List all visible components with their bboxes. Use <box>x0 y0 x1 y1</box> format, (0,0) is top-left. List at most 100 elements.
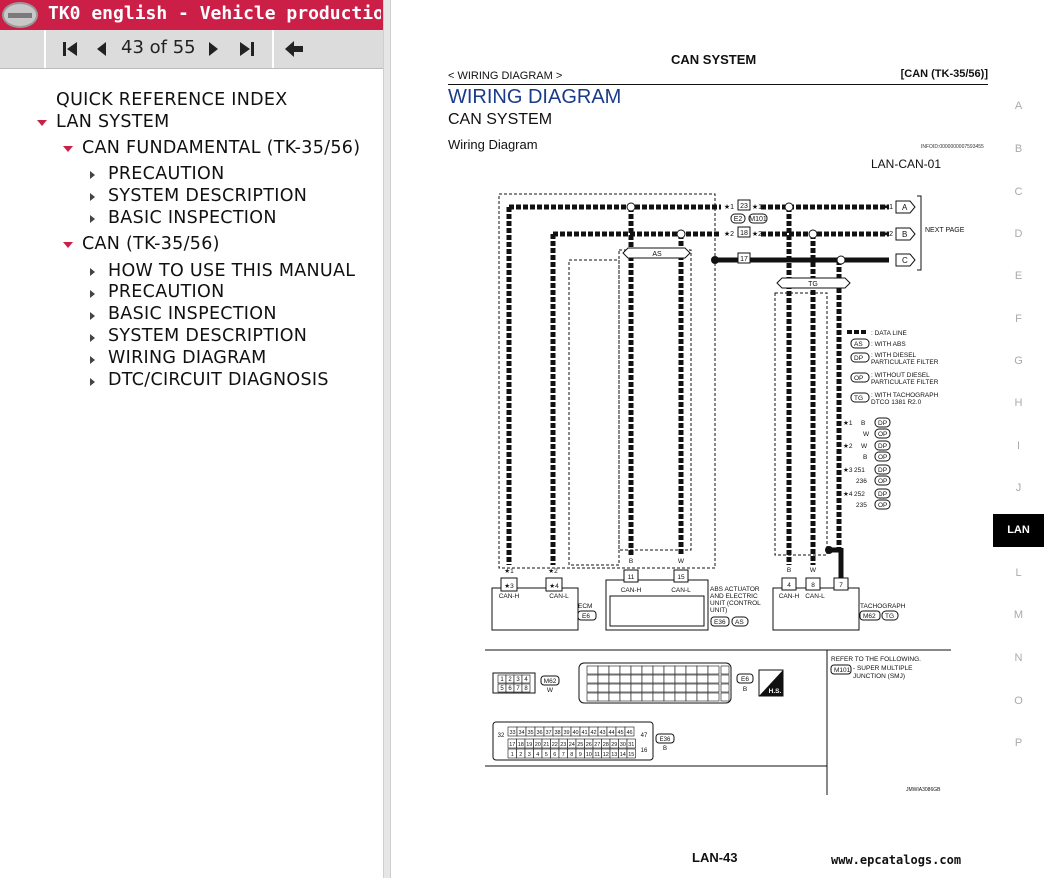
side-index-a[interactable]: A <box>1014 100 1023 112</box>
wire-label: ★1 <box>504 567 514 575</box>
document-viewer: CAN SYSTEM < WIRING DIAGRAM > [CAN (TK-3… <box>391 0 1044 878</box>
toc-item-precaution-2[interactable]: PRECAUTION <box>108 282 225 302</box>
toc-item-how-to-use[interactable]: HOW TO USE THIS MANUAL <box>108 261 356 281</box>
connector-pin-number: 46 <box>626 730 632 736</box>
harness-tag: TG <box>808 281 818 288</box>
toc-item-can-fundamental[interactable]: CAN FUNDAMENTAL (TK-35/56) <box>82 138 361 158</box>
connector-pin-cell <box>619 665 632 675</box>
expanded-icon[interactable] <box>63 242 73 248</box>
side-index-n[interactable]: N <box>1014 652 1023 664</box>
side-index-j[interactable]: J <box>1015 482 1022 494</box>
left-panel: TK0 english - Vehicle production: 43 of … <box>0 0 383 878</box>
collapsed-icon[interactable] <box>90 356 95 364</box>
back-arrow-icon[interactable] <box>281 36 307 62</box>
connector-pin-cell <box>597 665 610 675</box>
toc-item-lan-system[interactable]: LAN SYSTEM <box>56 112 170 132</box>
connector-pin-number: 3 <box>516 677 520 683</box>
collapsed-icon[interactable] <box>90 215 95 223</box>
toc-item-dtc-circuit[interactable]: DTC/CIRCUIT DIAGNOSIS <box>108 370 329 390</box>
connector-pin-number: 34 <box>518 730 524 736</box>
side-index-c[interactable]: C <box>1014 186 1023 198</box>
connector-id: E6 <box>741 676 749 683</box>
toc-item-basic-inspection[interactable]: BASIC INSPECTION <box>108 208 277 228</box>
connector-pin-number: 25 <box>577 742 583 748</box>
toc-item-basic-inspection-2[interactable]: BASIC INSPECTION <box>108 304 277 324</box>
connector-pin-cell <box>608 692 621 702</box>
legend-symbol: DP <box>854 355 863 362</box>
connector-pin-cell <box>696 665 709 675</box>
panel-splitter[interactable] <box>383 0 391 878</box>
toc-item-system-description[interactable]: SYSTEM DESCRIPTION <box>108 186 308 206</box>
side-index-m[interactable]: M <box>1013 609 1024 621</box>
connector-out-label: A <box>902 203 908 212</box>
abs-unit: 11 15 CAN-H CAN-L ABS ACTUATOR AND ELECT… <box>605 569 761 631</box>
connector-pin-number: 21 <box>543 742 549 748</box>
side-index-d[interactable]: D <box>1014 228 1023 240</box>
star-note: ★1 <box>843 419 853 427</box>
expanded-icon[interactable] <box>37 120 47 126</box>
connector-pin-number: 4 <box>536 752 539 758</box>
side-index-p[interactable]: P <box>1014 737 1023 749</box>
header-rule <box>448 84 988 85</box>
pin-number: 8 <box>811 582 815 589</box>
toc-item-can[interactable]: CAN (TK-35/56) <box>82 234 220 254</box>
toc-item-system-description-2[interactable]: SYSTEM DESCRIPTION <box>108 326 308 346</box>
connector-pin-cell <box>619 692 632 702</box>
connector-pin-number: 23 <box>560 742 566 748</box>
unit-name: ABS ACTUATOR AND ELECTRIC UNIT (CONTROL … <box>710 586 761 614</box>
connector-pin-number: 36 <box>536 730 542 736</box>
connector-pin-number: 26 <box>586 742 592 748</box>
collapsed-icon[interactable] <box>90 378 95 386</box>
connector-id: E36 <box>660 737 671 743</box>
side-index-lan[interactable]: LAN <box>993 514 1044 547</box>
toc-item-quick-reference[interactable]: QUICK REFERENCE INDEX <box>56 90 288 110</box>
collapsed-icon[interactable] <box>90 334 95 342</box>
collapsed-icon[interactable] <box>90 268 95 276</box>
harness-outline <box>498 193 716 569</box>
wire-label: ★2 <box>548 567 558 575</box>
side-index-l[interactable]: L <box>1015 567 1022 579</box>
side-index-f[interactable]: F <box>1015 313 1022 325</box>
toc-item-precaution[interactable]: PRECAUTION <box>108 164 225 184</box>
figure-id: JMWIA3086GB <box>906 787 941 793</box>
wire-label: B <box>787 567 791 574</box>
info-id: INFOID:0000000007593455 <box>921 144 984 150</box>
last-page-icon[interactable] <box>234 36 260 62</box>
connector-pin-number: 2 <box>519 752 522 758</box>
connector-pin-number: 22 <box>552 742 558 748</box>
side-index-e[interactable]: E <box>1014 270 1023 282</box>
connector-pin-cell <box>652 683 665 693</box>
connector-color: B <box>743 686 747 693</box>
nav-divider <box>44 30 46 68</box>
collapsed-icon[interactable] <box>90 290 95 298</box>
connector-pin-number: 14 <box>620 752 626 758</box>
side-index-o[interactable]: O <box>1014 695 1023 707</box>
collapsed-icon[interactable] <box>90 171 95 179</box>
side-index-i[interactable]: I <box>1016 440 1021 452</box>
side-index-g[interactable]: G <box>1014 355 1023 367</box>
first-page-icon[interactable] <box>57 36 83 62</box>
connector-pin-number: 35 <box>527 730 533 736</box>
connector-pin-cell <box>685 692 698 702</box>
connector-pin-cell <box>630 683 643 693</box>
side-index-h[interactable]: H <box>1014 397 1023 409</box>
connector-pin-number: 20 <box>535 742 541 748</box>
side-index-b[interactable]: B <box>1014 143 1023 155</box>
collapsed-icon[interactable] <box>90 312 95 320</box>
connector-pin-cell <box>608 665 621 675</box>
next-page-icon[interactable] <box>200 36 226 62</box>
star-note-value: W <box>863 431 870 438</box>
prev-page-icon[interactable] <box>89 36 115 62</box>
breadcrumb: < WIRING DIAGRAM > <box>448 70 563 82</box>
expanded-icon[interactable] <box>63 146 73 152</box>
connector-pin-cell <box>720 683 730 693</box>
collapsed-icon[interactable] <box>90 193 95 201</box>
toc-item-wiring-diagram[interactable]: WIRING DIAGRAM <box>108 348 267 368</box>
connector-pin-number: 6 <box>508 686 512 692</box>
refer-item: - SUPER MULTIPLE JUNCTION (SMJ) <box>853 665 913 680</box>
connector-pin-number: 8 <box>524 686 528 692</box>
nissan-logo <box>2 2 38 28</box>
connector-id: M101 <box>834 667 851 674</box>
connector-pin-cell <box>707 674 720 684</box>
connector-pin-cell <box>597 674 610 684</box>
